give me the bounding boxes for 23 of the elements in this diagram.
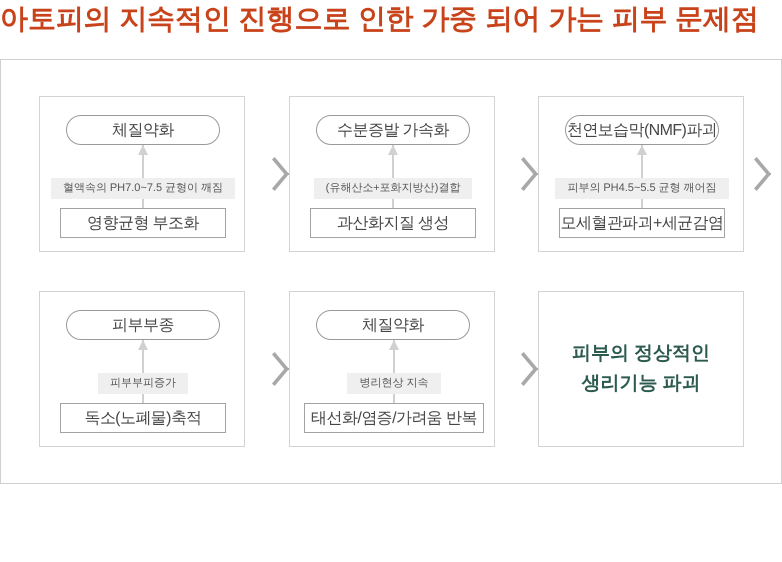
pill-node: 수분증발 가속화 xyxy=(316,115,470,145)
step-card xyxy=(289,291,495,447)
process-box: 과산화지질 생성 xyxy=(310,208,476,238)
panel-frame xyxy=(0,59,782,484)
process-box: 독소(노폐물)축적 xyxy=(60,403,226,433)
title: 아토피의 지속적인 진행으로 인한 가중 되어 가는 피부 문제점 xyxy=(0,2,759,36)
edge-label: 병리현상 지속 xyxy=(347,373,441,394)
pill-node: 피부부종 xyxy=(66,310,220,340)
pill-node: 체질약화 xyxy=(316,310,470,340)
result-box: 피부의 정상적인 생리기능 파괴 xyxy=(538,291,744,447)
step-card xyxy=(538,96,744,252)
edge-label: (유해산소+포화지방산)결합 xyxy=(314,178,472,199)
process-box: 태선화/염증/가려움 반복 xyxy=(304,403,484,433)
step-card xyxy=(39,96,245,252)
pill-node: 천연보습막(NMF)파괴 xyxy=(565,115,719,145)
edge-label: 피부의 PH4.5~5.5 균형 깨어짐 xyxy=(555,178,729,199)
process-box: 영향균형 부조화 xyxy=(60,208,226,238)
step-card xyxy=(289,96,495,252)
edge-label: 피부부피증가 xyxy=(98,373,188,394)
edge-label: 혈액속의 PH7.0~7.5 균형이 깨짐 xyxy=(50,178,236,199)
pill-node: 체질약화 xyxy=(66,115,220,145)
step-card xyxy=(39,291,245,447)
process-box: 모세혈관파괴+세균감염 xyxy=(559,208,725,238)
